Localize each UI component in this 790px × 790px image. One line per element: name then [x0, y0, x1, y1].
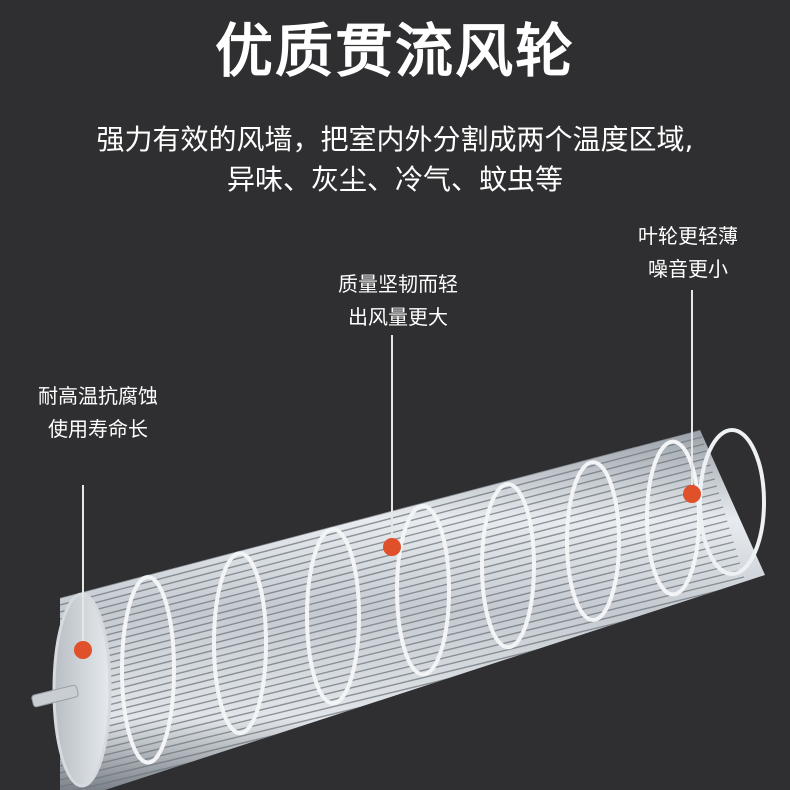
- fan-ring: [480, 482, 536, 650]
- callout-middle-line1: 质量坚韧而轻: [338, 272, 458, 296]
- fan-shaft: [31, 684, 79, 708]
- fan-blade: [60, 576, 745, 746]
- callout-right: 叶轮更轻薄 噪音更小: [623, 220, 753, 286]
- fan-blade: [60, 430, 701, 599]
- fan-blade: [60, 436, 703, 606]
- fan-blade: [60, 457, 709, 627]
- callout-left-line1: 耐高温抗腐蚀: [38, 384, 158, 408]
- fan-rings: [120, 439, 701, 765]
- fan-ring: [120, 574, 176, 765]
- callout-middle: 质量坚韧而轻 出风量更大: [318, 268, 478, 334]
- subtitle-line-2: 异味、灰尘、冷气、蚊虫等: [226, 163, 563, 196]
- fan-blade: [60, 492, 720, 662]
- fan-ring: [212, 551, 268, 736]
- callout-right-line2: 噪音更小: [648, 257, 728, 281]
- fan-blade: [60, 506, 724, 676]
- fan-blade: [60, 499, 722, 669]
- marker-dot-middle: [383, 538, 401, 556]
- fan-blade: [60, 569, 743, 739]
- fan-ring: [395, 504, 451, 677]
- fan-body: [60, 430, 765, 790]
- fan-blade: [60, 450, 707, 620]
- fan-blade: [60, 583, 747, 753]
- fan-right-end-ring: [698, 428, 766, 576]
- marker-dot-right: [683, 485, 701, 503]
- callout-right-line1: 叶轮更轻薄: [638, 224, 738, 248]
- page-title: 优质贯流风轮: [214, 17, 575, 85]
- callout-left-line2: 使用寿命长: [48, 417, 148, 441]
- callout-middle-line2: 出风量更大: [348, 305, 448, 329]
- fan-blade: [60, 443, 705, 613]
- fan-blade: [60, 513, 726, 683]
- fan-ring: [565, 460, 621, 623]
- marker-dot-left: [74, 641, 92, 659]
- subtitle-line-1: 强力有效的风墙，把室内外分割成两个温度区域,: [96, 123, 694, 156]
- fan-ring: [305, 527, 361, 706]
- callout-left: 耐高温抗腐蚀 使用寿命长: [18, 380, 178, 446]
- fan-blade: [60, 520, 728, 690]
